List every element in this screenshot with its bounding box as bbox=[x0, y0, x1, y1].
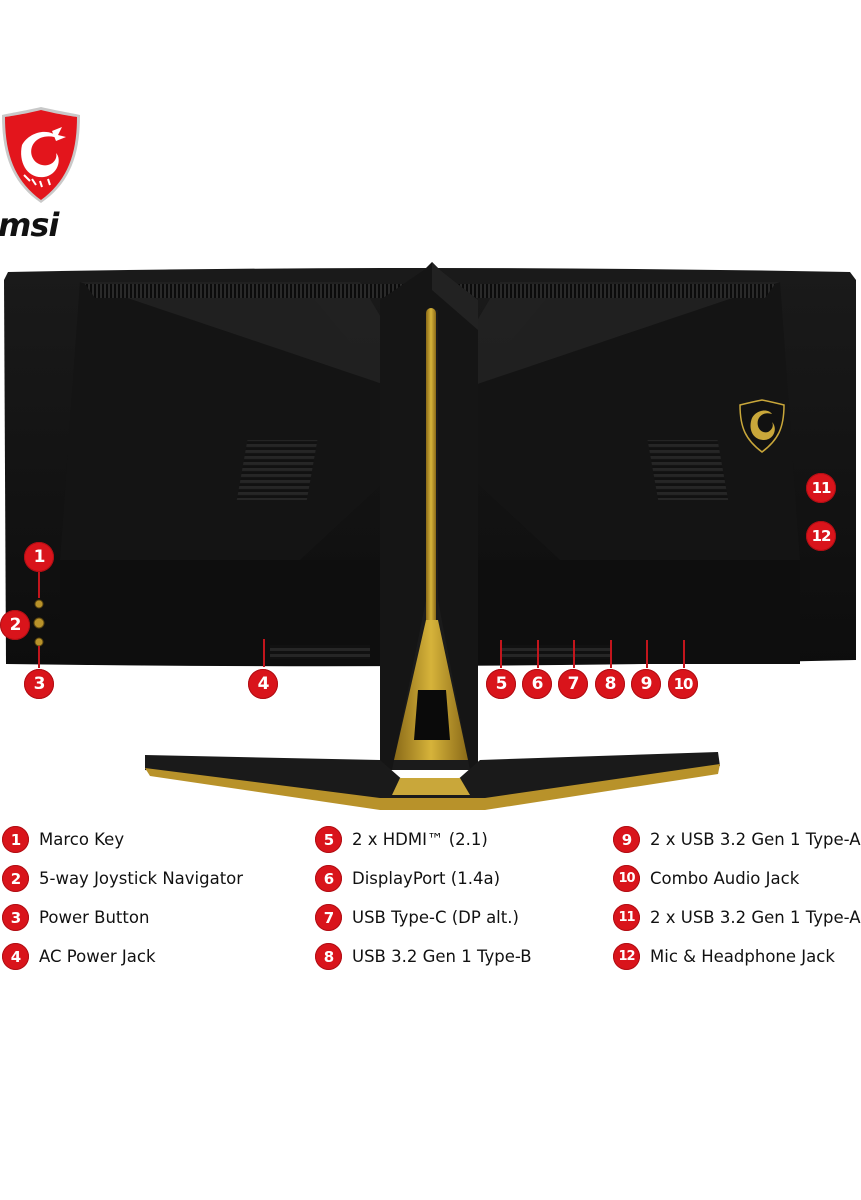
callout-line-4 bbox=[263, 639, 265, 667]
legend-item-12: 12 Mic & Headphone Jack bbox=[613, 943, 835, 970]
legend-label-11: 2 x USB 3.2 Gen 1 Type-A bbox=[650, 908, 861, 927]
legend-label-10: Combo Audio Jack bbox=[650, 869, 800, 888]
callout-line-8 bbox=[610, 640, 612, 668]
legend-item-3: 3 Power Button bbox=[2, 904, 149, 931]
legend-item-11: 11 2 x USB 3.2 Gen 1 Type-A bbox=[613, 904, 861, 931]
legend-label-12: Mic & Headphone Jack bbox=[650, 947, 835, 966]
joystick-button bbox=[33, 617, 45, 629]
legend-item-2: 2 5-way Joystick Navigator bbox=[2, 865, 243, 892]
callout-badge-1: 1 bbox=[24, 542, 54, 572]
gold-dragon-shield-icon bbox=[739, 399, 785, 453]
legend-label-4: AC Power Jack bbox=[39, 947, 156, 966]
callout-badge-11: 11 bbox=[806, 473, 836, 503]
legend-label-3: Power Button bbox=[39, 908, 150, 927]
callout-badge-9: 9 bbox=[631, 669, 661, 699]
legend-badge-11: 11 bbox=[613, 904, 640, 931]
callout-line-3 bbox=[38, 646, 40, 668]
legend-item-10: 10 Combo Audio Jack bbox=[613, 865, 799, 892]
callout-badge-2: 2 bbox=[0, 610, 30, 640]
callout-badge-7: 7 bbox=[558, 669, 588, 699]
legend-item-1: 1 Marco Key bbox=[2, 826, 124, 853]
legend-label-8: USB 3.2 Gen 1 Type-B bbox=[352, 947, 532, 966]
legend-badge-7: 7 bbox=[315, 904, 342, 931]
callout-badge-6: 6 bbox=[522, 669, 552, 699]
legend-label-9: 2 x USB 3.2 Gen 1 Type-A bbox=[650, 830, 861, 849]
legend-badge-2: 2 bbox=[2, 865, 29, 892]
legend-item-9: 9 2 x USB 3.2 Gen 1 Type-A bbox=[613, 826, 861, 853]
legend-badge-1: 1 bbox=[2, 826, 29, 853]
legend-item-8: 8 USB 3.2 Gen 1 Type-B bbox=[315, 943, 532, 970]
legend-item-6: 6 DisplayPort (1.4a) bbox=[315, 865, 500, 892]
legend-badge-5: 5 bbox=[315, 826, 342, 853]
callout-badge-12: 12 bbox=[806, 521, 836, 551]
legend-item-4: 4 AC Power Jack bbox=[2, 943, 156, 970]
callout-line-5 bbox=[500, 640, 502, 668]
callout-badge-5: 5 bbox=[486, 669, 516, 699]
msi-dragon-shield-icon bbox=[2, 107, 80, 203]
legend-label-5: 2 x HDMI™ (2.1) bbox=[352, 830, 488, 849]
callout-badge-3: 3 bbox=[24, 669, 54, 699]
callout-badge-8: 8 bbox=[595, 669, 625, 699]
callout-badge-4: 4 bbox=[248, 669, 278, 699]
legend-badge-9: 9 bbox=[613, 826, 640, 853]
callout-line-10 bbox=[683, 640, 685, 668]
legend-badge-12: 12 bbox=[613, 943, 640, 970]
legend-badge-6: 6 bbox=[315, 865, 342, 892]
callout-line-1 bbox=[38, 570, 40, 598]
legend-badge-3: 3 bbox=[2, 904, 29, 931]
legend-badge-4: 4 bbox=[2, 943, 29, 970]
callout-badge-10: 10 bbox=[668, 669, 698, 699]
legend-label-7: USB Type-C (DP alt.) bbox=[352, 908, 519, 927]
msi-wordmark: msi bbox=[0, 206, 59, 244]
legend-label-1: Marco Key bbox=[39, 830, 125, 849]
legend-item-5: 5 2 x HDMI™ (2.1) bbox=[315, 826, 488, 853]
callout-line-6 bbox=[537, 640, 539, 668]
monitor-rear-image: 1 2 3 4 5 6 7 8 9 10 11 12 bbox=[0, 255, 861, 815]
legend-label-6: DisplayPort (1.4a) bbox=[352, 869, 501, 888]
legend-label-2: 5-way Joystick Navigator bbox=[39, 869, 244, 888]
macro-key-button bbox=[34, 599, 44, 609]
legend-badge-8: 8 bbox=[315, 943, 342, 970]
legend-item-7: 7 USB Type-C (DP alt.) bbox=[315, 904, 519, 931]
monitor-illustration bbox=[4, 262, 856, 810]
power-button bbox=[34, 637, 44, 647]
callout-line-9 bbox=[646, 640, 648, 668]
callout-line-7 bbox=[573, 640, 575, 668]
legend-badge-10: 10 bbox=[613, 865, 640, 892]
